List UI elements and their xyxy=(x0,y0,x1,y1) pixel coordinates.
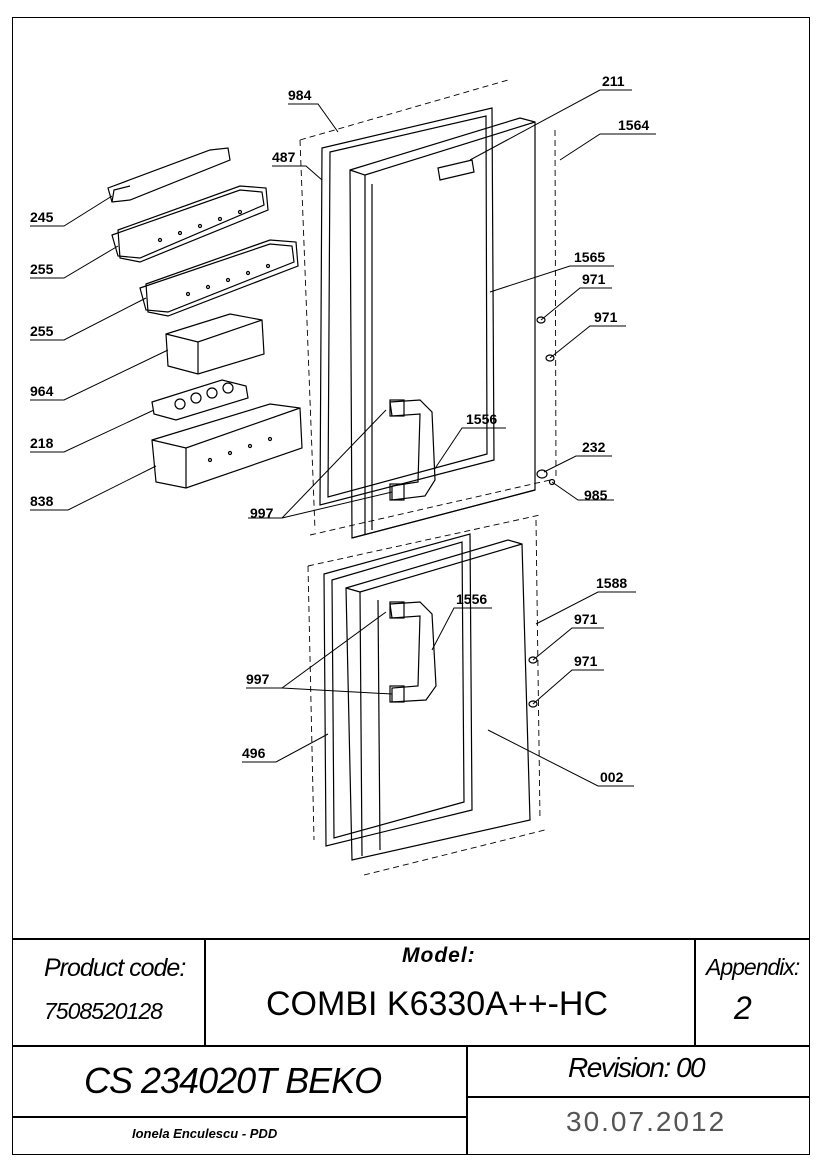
construction-lines xyxy=(299,79,557,876)
dairy-box-964 xyxy=(165,313,265,375)
callout-971-b: 971 xyxy=(594,309,618,325)
title-block-lower-left xyxy=(12,1116,467,1118)
appendix-label: Appendix: xyxy=(706,954,800,980)
callout-1565: 1565 xyxy=(574,249,605,265)
door-gasket-lower xyxy=(323,533,473,847)
revision: Revision: 00 xyxy=(568,1052,706,1083)
callout-255-upper: 255 xyxy=(30,261,54,277)
callout-255-lower: 255 xyxy=(30,323,54,339)
title-block-mid-border xyxy=(12,1045,810,1047)
date: 30.07.2012 xyxy=(566,1106,727,1137)
lower-door-handle xyxy=(389,601,437,703)
title-block-divider-1 xyxy=(204,938,206,1046)
callout-838: 838 xyxy=(30,493,54,509)
egg-tray-218 xyxy=(151,379,249,421)
door-gasket-upper xyxy=(319,107,495,506)
callout-971-a: 971 xyxy=(582,271,606,287)
author: Ionela Enculescu - PDD xyxy=(132,1126,278,1141)
balcony-255-upper xyxy=(111,185,269,263)
balcony-255-lower xyxy=(139,239,299,317)
callout-232: 232 xyxy=(582,439,606,455)
drawing-frame xyxy=(12,17,810,1155)
bottle-balcony-838 xyxy=(151,403,303,489)
appendix-value: 2 xyxy=(734,990,752,1026)
upper-door xyxy=(349,117,536,539)
callout-002: 002 xyxy=(600,769,624,785)
cs-code: CS 234020T BEKO xyxy=(84,1060,382,1101)
exploded-parts-diagram: 984 211 1564 487 245 255 255 964 218 838… xyxy=(30,73,656,876)
title-block-divider-3 xyxy=(466,1045,468,1155)
lower-door xyxy=(345,539,531,861)
callout-971-d: 971 xyxy=(574,653,598,669)
leader-lines xyxy=(30,89,656,787)
callout-997-upper: 997 xyxy=(250,505,274,521)
title-block-top-border xyxy=(12,938,810,940)
title-block-lower-right xyxy=(466,1096,810,1098)
callout-1556-upper: 1556 xyxy=(466,411,497,427)
callout-218: 218 xyxy=(30,435,54,451)
model-name: COMBI K6330A++-HC xyxy=(266,985,609,1023)
hinge-parts xyxy=(528,316,556,708)
callout-1556-lower: 1556 xyxy=(456,591,487,607)
callout-964: 964 xyxy=(30,383,54,399)
callout-997-lower: 997 xyxy=(246,671,270,687)
callout-984: 984 xyxy=(288,87,312,103)
callout-211: 211 xyxy=(602,73,625,89)
product-code-value: 7508520128 xyxy=(44,998,163,1024)
callout-1588: 1588 xyxy=(596,575,627,591)
upper-door-handle-recess xyxy=(437,159,475,181)
product-code-label: Product code: xyxy=(44,954,186,982)
callout-985: 985 xyxy=(584,487,608,503)
callout-487: 487 xyxy=(272,149,296,165)
callout-496: 496 xyxy=(242,745,266,761)
callout-245: 245 xyxy=(30,209,54,225)
title-block-divider-2 xyxy=(694,938,696,1046)
upper-door-handle xyxy=(389,399,436,501)
callout-971-c: 971 xyxy=(574,611,598,627)
callout-1564: 1564 xyxy=(618,117,649,133)
model-label: Model: xyxy=(402,944,476,967)
shelf-245 xyxy=(107,147,231,203)
